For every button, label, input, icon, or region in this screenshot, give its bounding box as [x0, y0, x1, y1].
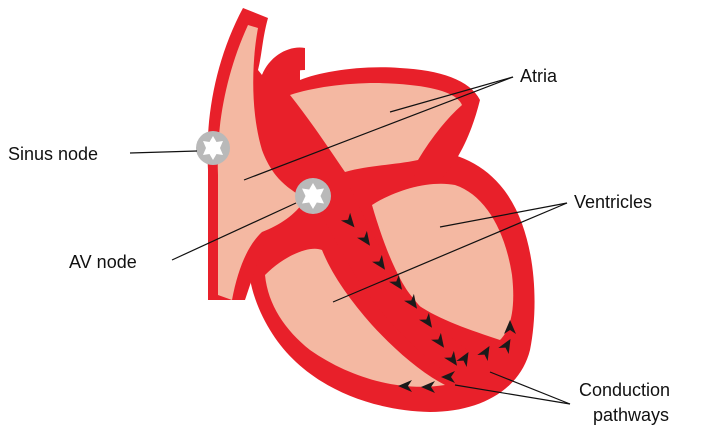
label-av-node: AV node	[69, 252, 137, 272]
label-sinus-node: Sinus node	[8, 144, 98, 164]
av-node	[295, 178, 331, 214]
label-pathways: pathways	[593, 405, 669, 425]
sinus-node	[196, 131, 230, 165]
label-ventricles: Ventricles	[574, 192, 652, 212]
label-atria: Atria	[520, 66, 558, 86]
label-conduction: Conduction	[579, 380, 670, 400]
sinus-node-leader	[130, 151, 197, 153]
